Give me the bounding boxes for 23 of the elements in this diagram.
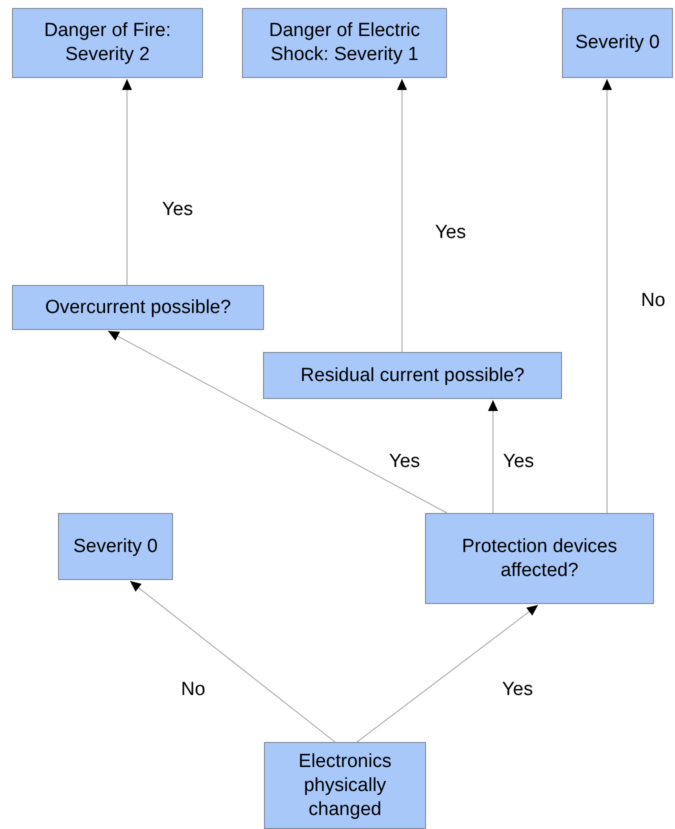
node-text: Danger of Electric Shock: Severity 1 xyxy=(268,19,421,67)
node-text: Residual current possible? xyxy=(300,364,524,388)
node-text: Protection devices affected? xyxy=(460,534,618,582)
node-text: Severity 0 xyxy=(73,534,158,558)
node-text: Overcurrent possible? xyxy=(45,296,231,320)
arrow xyxy=(122,78,132,286)
process-box xyxy=(562,8,673,78)
node-text: Severity 0 xyxy=(575,31,660,55)
process-box xyxy=(263,352,562,399)
arrow xyxy=(108,330,448,514)
arrow xyxy=(356,604,538,742)
arrow xyxy=(397,78,407,352)
process-box xyxy=(58,513,173,580)
process-box xyxy=(264,742,426,829)
process-box xyxy=(425,513,654,604)
process-box xyxy=(242,8,447,78)
arrow xyxy=(130,580,336,742)
arrow xyxy=(488,400,498,514)
arrow xyxy=(602,78,612,514)
node-text: Danger of Fire: Severity 2 xyxy=(43,19,172,67)
process-box xyxy=(12,8,203,78)
process-box xyxy=(12,285,264,330)
node-text: Electronics physically changed xyxy=(298,750,392,822)
